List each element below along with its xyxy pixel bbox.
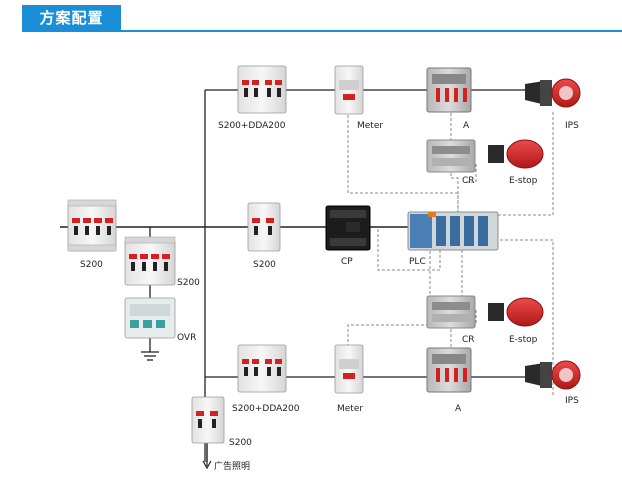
s200-lighting-breaker — [191, 396, 225, 444]
label-ovr: OVR — [177, 333, 196, 343]
label-cr-bottom: CR — [462, 335, 475, 345]
s200-dda200-top — [237, 65, 287, 114]
estop-top — [488, 139, 544, 169]
meter-top — [334, 65, 364, 115]
label-ips-top: IPS — [565, 121, 579, 131]
plc-controller — [407, 211, 499, 251]
s200-mid-breaker — [247, 202, 281, 252]
label-s200-mid: S200 — [253, 260, 276, 270]
cr-relay-top — [426, 139, 476, 173]
section-title: 方案配置 — [22, 5, 121, 31]
label-s200-main: S200 — [80, 260, 103, 270]
ips-plug-top — [525, 78, 581, 108]
label-cr-top: CR — [462, 176, 475, 186]
label-s200-dda-bottom: S200+DDA200 — [232, 404, 300, 414]
label-meter-top: Meter — [357, 121, 383, 131]
ground-symbol — [141, 351, 159, 361]
label-lighting: 广告照明 — [214, 460, 250, 472]
s200-dda200-bottom — [237, 344, 287, 393]
label-estop-bottom: E-stop — [509, 335, 538, 345]
lighting-arrow — [202, 440, 212, 470]
label-s200-dda-top: S200+DDA200 — [218, 121, 286, 131]
label-s200-spd: S200 — [177, 278, 200, 288]
ovr-surge-protector — [124, 297, 176, 339]
ips-plug-bottom — [525, 360, 581, 390]
meter-bottom — [334, 344, 364, 394]
s200-spd-breaker — [124, 236, 176, 286]
label-cp: CP — [341, 257, 353, 267]
label-s200-lighting: S200 — [229, 438, 252, 448]
header-rule — [22, 30, 622, 32]
cr-relay-bottom — [426, 295, 476, 329]
s200-main-breaker — [67, 199, 117, 252]
contactor-top — [426, 67, 472, 113]
section-header: 方案配置 — [22, 5, 622, 33]
label-ips-bottom: IPS — [565, 396, 579, 406]
estop-bottom — [488, 297, 544, 327]
cp-power-supply — [325, 205, 371, 251]
label-contactor-top: A — [463, 121, 470, 131]
contactor-bottom — [426, 347, 472, 393]
label-contactor-bottom: A — [455, 404, 462, 414]
label-plc: PLC — [409, 257, 426, 267]
label-meter-bottom: Meter — [337, 404, 363, 414]
label-estop-top: E-stop — [509, 176, 538, 186]
